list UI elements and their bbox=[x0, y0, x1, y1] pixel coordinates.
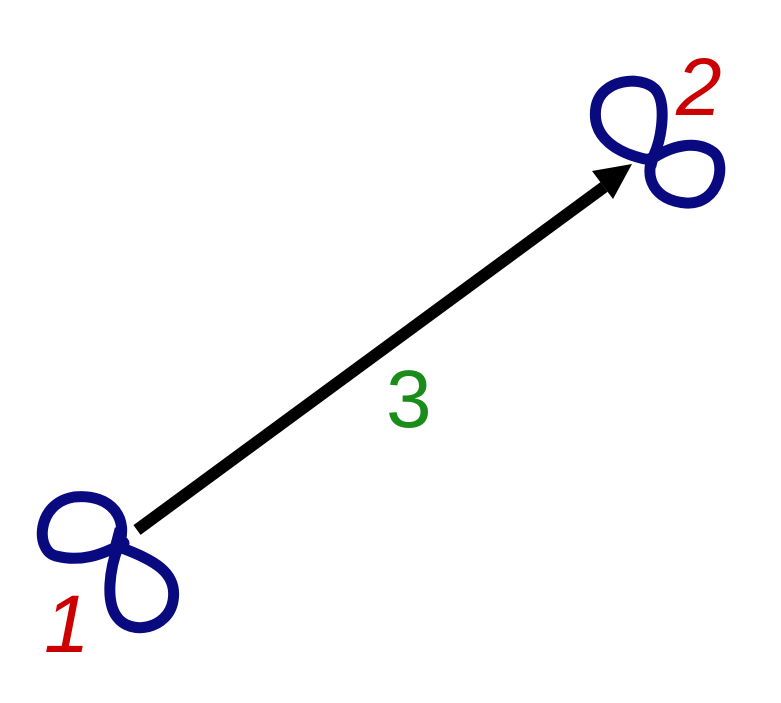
edge-3-label: 3 bbox=[386, 354, 432, 445]
arrowhead-icon bbox=[592, 164, 632, 199]
node-2-label: 2 bbox=[675, 42, 722, 133]
node-1-label: 1 bbox=[44, 579, 90, 670]
node-1-loop-icon bbox=[36, 491, 180, 634]
node-2-loop-icon bbox=[589, 75, 726, 209]
edge-arrow-icon bbox=[133, 164, 632, 535]
